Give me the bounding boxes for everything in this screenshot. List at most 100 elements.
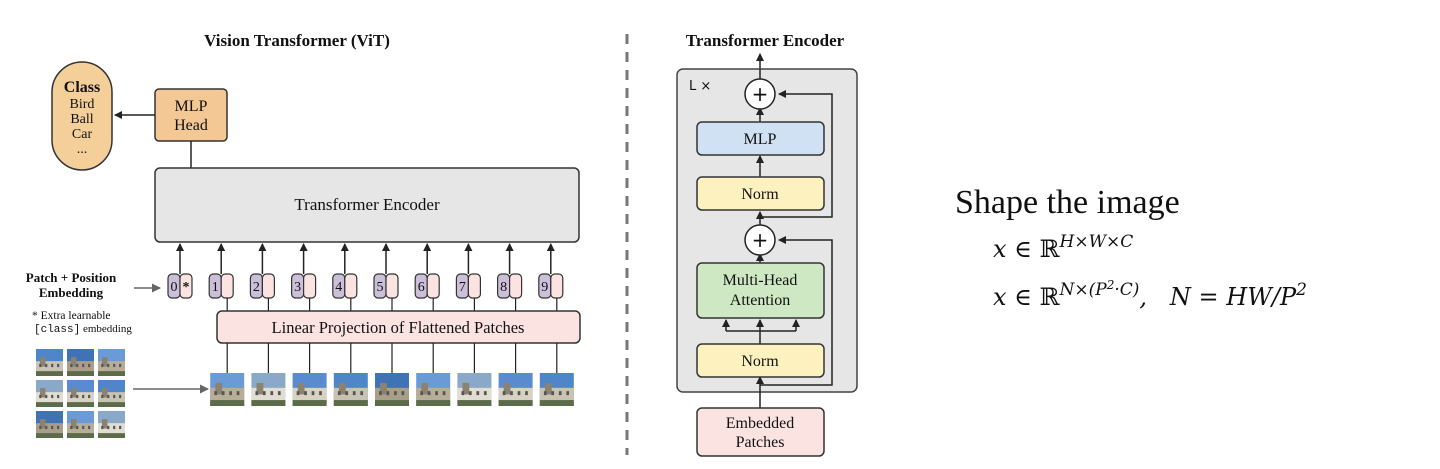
math-line2-lhs: x ∈ <box>993 283 1040 311</box>
input-patch-3-tower <box>102 357 108 367</box>
flattened-patch-2-window-2 <box>270 391 274 396</box>
encoder-mlp-box: MLP <box>696 121 825 156</box>
encoder-norm-box-upper: Norm <box>696 176 825 211</box>
input-patch-7-window-3 <box>57 425 60 430</box>
flattened-patch-6-tower <box>421 382 429 395</box>
input-patch-1-window-2 <box>51 363 54 368</box>
flattened-patch-1-window-3 <box>236 391 240 396</box>
input-patch-6-window-1 <box>107 394 110 399</box>
math-heading: Shape the image <box>955 184 1180 221</box>
input-patch-3 <box>98 349 125 376</box>
vit-transformer-encoder-box: Transformer Encoder <box>154 167 580 243</box>
flattened-patches <box>210 343 574 406</box>
input-patch-5-window-2 <box>82 394 85 399</box>
vit-transformer-encoder-label: Transformer Encoder <box>294 195 440 214</box>
embedded-patches-box: Embedded Patches <box>696 407 825 457</box>
input-patch-5-window-0 <box>70 394 73 399</box>
input-patch-8-ground <box>67 433 94 438</box>
vit-title: Vision Transformer (ViT) <box>204 31 390 50</box>
input-patch-5 <box>67 380 94 407</box>
input-patch-3-window-2 <box>113 363 116 368</box>
flattened-patch-1-tower <box>215 382 223 395</box>
input-patch-2-window-3 <box>88 363 91 368</box>
input-patch-4-window-1 <box>45 394 48 399</box>
input-patch-2-window-2 <box>82 363 85 368</box>
flattened-patch-1-window-1 <box>221 391 225 396</box>
patch-embedding-8 <box>509 273 523 299</box>
encoder-mlp-label: MLP <box>744 131 777 148</box>
input-patch-7-window-1 <box>45 425 48 430</box>
input-patch-8 <box>67 411 94 438</box>
flattened-patch-3-tower <box>297 382 305 395</box>
token-8: 8 <box>497 273 523 299</box>
flattened-patch-1 <box>210 373 245 406</box>
flattened-patch-9-window-1 <box>551 391 555 396</box>
flattened-patch-9-ground <box>539 400 574 406</box>
patch-embedding-7 <box>467 273 481 299</box>
patch-position-label-line2: Embedding <box>39 285 104 300</box>
position-number-9: 9 <box>541 280 548 295</box>
input-patch-6-window-3 <box>119 394 122 399</box>
input-patch-4-window-0 <box>39 394 42 399</box>
flattened-patch-2-window-1 <box>262 391 266 396</box>
linear-projection-box: Linear Projection of Flattened Patches <box>216 310 581 344</box>
flattened-patch-7-window-0 <box>461 391 465 396</box>
flattened-patch-5-window-1 <box>386 391 390 396</box>
add-node-bottom-symbol: + <box>752 228 769 252</box>
patch-embedding-2 <box>261 273 275 299</box>
token-4: 4 <box>332 273 358 299</box>
input-patch-9-tower <box>102 419 108 429</box>
flattened-patch-3-window-1 <box>304 391 307 396</box>
flattened-patch-7 <box>457 373 492 406</box>
token-7: 7 <box>455 273 481 299</box>
input-patch-2-tower <box>71 357 77 367</box>
flattened-patch-6-window-1 <box>427 391 431 396</box>
token-2: 2 <box>249 273 275 299</box>
flattened-patch-2 <box>251 373 286 406</box>
patch-embedding-5 <box>385 273 399 299</box>
flattened-patch-1-ground <box>210 400 245 406</box>
position-number-3: 3 <box>294 280 301 295</box>
position-number-5: 5 <box>377 280 384 295</box>
flattened-patch-2-window-0 <box>255 391 259 396</box>
patch-embedding-9 <box>550 273 564 299</box>
flattened-patch-8-window-1 <box>510 391 513 396</box>
patch-position-label-line1: Patch + Position <box>26 270 117 285</box>
flattened-patch-5-window-0 <box>379 391 382 396</box>
flattened-patch-4-window-3 <box>360 391 364 396</box>
flattened-patch-4-window-1 <box>345 391 349 396</box>
residual-connection-1 <box>760 236 833 386</box>
input-patch-4 <box>36 380 63 407</box>
input-patch-6-tower <box>102 388 108 398</box>
extra-note-line2: [class] embedding <box>34 323 132 336</box>
flattened-patch-4-ground <box>333 400 368 406</box>
flattened-patch-9-tower <box>544 382 552 395</box>
add-node-top-symbol: + <box>752 82 769 106</box>
mlp-head-box: MLP Head <box>154 88 228 142</box>
input-patch-5-window-3 <box>88 394 91 399</box>
add-node-bottom: + <box>744 224 776 256</box>
input-patch-1 <box>36 349 63 376</box>
flattened-patch-6 <box>416 373 451 406</box>
flattened-patch-5-window-3 <box>401 391 405 396</box>
input-patch-9-ground <box>98 433 125 438</box>
math-line1: x ∈ ℝH×W×C <box>993 232 1133 263</box>
math-line2: x ∈ ℝN×(P2·C), N = HW/P2 <box>993 278 1307 311</box>
flattened-patch-9 <box>539 373 574 406</box>
flattened-patch-2-ground <box>251 400 286 406</box>
input-patch-1-window-3 <box>57 363 60 368</box>
flattened-patch-7-ground <box>457 400 492 406</box>
input-patch-9-window-3 <box>119 425 122 430</box>
embedded-line1: Embedded <box>726 415 794 432</box>
input-patch-6-window-2 <box>113 394 116 399</box>
input-patch-8-window-2 <box>82 425 85 430</box>
flattened-patch-3-window-3 <box>319 391 322 396</box>
flattened-patch-6-ground <box>416 400 451 406</box>
input-patch-4-window-2 <box>51 394 54 399</box>
input-patch-3-window-1 <box>107 363 110 368</box>
input-patch-1-window-1 <box>45 363 48 368</box>
flattened-patch-8-window-0 <box>502 391 506 396</box>
class-item-bird: Bird <box>70 97 95 112</box>
math-line1-lhs: x ∈ <box>993 235 1040 263</box>
